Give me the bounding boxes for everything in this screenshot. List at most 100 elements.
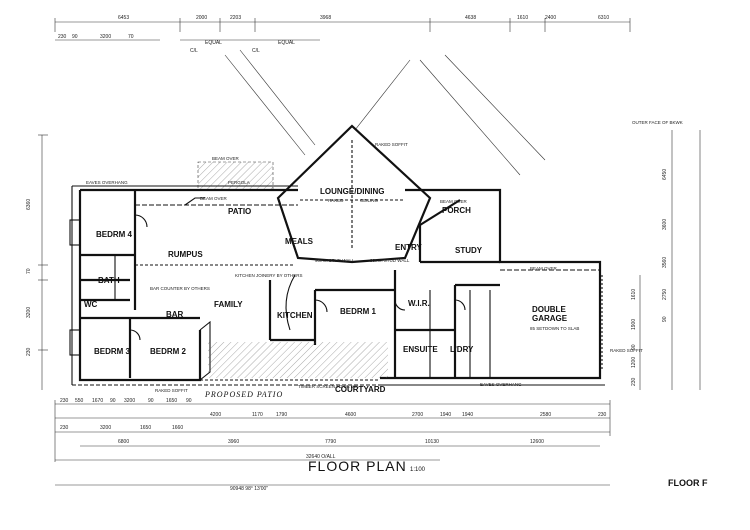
dim-bot-1-6: 1650 bbox=[166, 398, 177, 404]
dim-bot-1-14: 1940 bbox=[462, 412, 473, 418]
dim-bot-2-1: 3200 bbox=[100, 425, 111, 431]
note-beam-over-3: BEAM OVER bbox=[530, 266, 558, 271]
building-walls bbox=[69, 124, 605, 386]
note-pergola: PERGOLA bbox=[228, 180, 250, 185]
plan-notes: EAVES OVERHANG EAVES OVERHANG BEAM OVER … bbox=[86, 142, 579, 393]
dim-bot-3-4: 12600 bbox=[530, 439, 544, 445]
room-study: STUDY bbox=[455, 246, 483, 255]
sheet-title-corner: FLOOR F bbox=[668, 478, 708, 488]
dim-top-7: 2400 bbox=[545, 15, 556, 21]
room-meals: MEALS bbox=[285, 237, 314, 246]
room-ldry: L'DRY bbox=[450, 345, 474, 354]
note-beam-over-4: BEAM OVER bbox=[212, 156, 240, 161]
room-porch: PORCH bbox=[442, 206, 471, 215]
dim-right-2: 3600 bbox=[662, 219, 668, 230]
note-beam-over-2: BEAM OVER bbox=[440, 199, 468, 204]
room-wc: WC bbox=[84, 300, 98, 309]
outer-face-note: OUTER FACE OF BKWK bbox=[632, 120, 683, 125]
dim-cl-2: C/L bbox=[252, 48, 260, 54]
room-bath: BATH bbox=[98, 276, 120, 285]
dim-overall: 32640 O/ALL bbox=[306, 454, 336, 460]
dim-bot-2-0: 230 bbox=[60, 425, 69, 431]
dim-bot-1-2: 1670 bbox=[92, 398, 103, 404]
plan-title: FLOOR PLAN bbox=[308, 458, 407, 474]
room-patio: PATIO bbox=[228, 207, 251, 216]
dim-bot-3-0: 6800 bbox=[118, 439, 129, 445]
bottom-bearing: 90948 98° 13'00" bbox=[230, 486, 268, 492]
dim-right-10: 230 bbox=[631, 377, 637, 386]
dim-bot-2-2: 1650 bbox=[140, 425, 151, 431]
note-stud-wall-2: 90mm STUD WALL bbox=[370, 258, 410, 263]
dim-left-2: 70 bbox=[26, 268, 32, 274]
room-labels: LOUNGE/DINING PATIO PORCH BEDRM 4 RUMPUS… bbox=[84, 187, 568, 399]
dim-top-6: 1610 bbox=[517, 15, 528, 21]
note-timber-screen: TIMBER SCREEN TO DETAIL bbox=[298, 384, 360, 389]
dim-bot-1-8: 4200 bbox=[210, 412, 221, 418]
dim-right-6: 1610 bbox=[631, 289, 637, 300]
dim-bot-3-3: 10130 bbox=[425, 439, 439, 445]
room-double: DOUBLE bbox=[532, 305, 566, 314]
dim-bot-1-11: 4600 bbox=[345, 412, 356, 418]
dim-right-5: 90 bbox=[662, 316, 668, 322]
title-block: FLOOR PLAN 1:100 90948 98° 13'00" FLOOR … bbox=[55, 458, 708, 492]
note-kitchen-joinery: KITCHEN JOINERY BY OTHERS bbox=[235, 273, 303, 278]
note-stud-wall-1: 90mm STUD WALL bbox=[315, 258, 355, 263]
dim-cl-1: C/L bbox=[190, 48, 198, 54]
dim-top-5: 4638 bbox=[465, 15, 476, 21]
dim-bot-1-0: 230 bbox=[60, 398, 69, 404]
dim-top-sub-1: 230 bbox=[58, 34, 67, 40]
room-kitchen: KITCHEN bbox=[277, 311, 313, 320]
dim-top-8: 6310 bbox=[598, 15, 609, 21]
dim-bot-1-3: 90 bbox=[110, 398, 116, 404]
dim-top-sub-4: 70 bbox=[128, 34, 134, 40]
dim-right-9: 1200 bbox=[631, 357, 637, 368]
right-dimensions: OUTER FACE OF BKWK 6450 3600 3560 2750 9… bbox=[610, 120, 701, 390]
diagonal-dimensions bbox=[224, 49, 546, 176]
dim-bot-1-10: 1790 bbox=[276, 412, 287, 418]
room-bedrm-4: BEDRM 4 bbox=[96, 230, 133, 239]
room-rumpus: RUMPUS bbox=[168, 250, 203, 259]
plan-scale: 1:100 bbox=[410, 467, 426, 473]
dim-top-4: 3968 bbox=[320, 15, 331, 21]
note-ceiling: CEILING bbox=[360, 198, 379, 203]
bottom-dimensions: 230 550 1670 90 3200 90 1650 90 4200 117… bbox=[54, 398, 611, 462]
dim-right-7: 1900 bbox=[631, 319, 637, 330]
note-raked-soffit-bottom: RAKED SOFFIT bbox=[155, 388, 188, 393]
dim-top-sub-2: 90 bbox=[72, 34, 78, 40]
dim-bot-1-12: 2700 bbox=[412, 412, 423, 418]
dim-bot-3-2: 7790 bbox=[325, 439, 336, 445]
dim-bot-3-1: 3960 bbox=[228, 439, 239, 445]
dim-bot-1-9: 1170 bbox=[252, 412, 263, 418]
room-proposed-patio: PROPOSED PATIO bbox=[204, 390, 283, 399]
note-raked: RAKED bbox=[328, 198, 344, 203]
top-dimension-lines: 6453 2000 2203 3968 4638 1610 2400 6310 … bbox=[54, 15, 631, 54]
room-lounge-dining: LOUNGE/DINING bbox=[320, 187, 384, 196]
dim-bot-1-4: 3200 bbox=[124, 398, 135, 404]
room-wir: W.I.R. bbox=[408, 299, 430, 308]
dim-right-1: 6450 bbox=[662, 169, 668, 180]
room-bedrm-1: BEDRM 1 bbox=[340, 307, 377, 316]
room-bedrm-2: BEDRM 2 bbox=[150, 347, 187, 356]
left-dimensions: 6360 70 3200 230 bbox=[26, 134, 48, 390]
dim-top-sub-3: 3200 bbox=[100, 34, 111, 40]
dim-bot-2-3: 1660 bbox=[172, 425, 183, 431]
room-courtyard: COURTYARD bbox=[335, 385, 386, 394]
note-beam-over-1: BEAM OVER bbox=[200, 196, 228, 201]
dim-top-2: 2000 bbox=[196, 15, 207, 21]
dim-top-1: 6453 bbox=[118, 15, 129, 21]
note-bar-counter: BAR COUNTER BY OTHERS bbox=[150, 286, 210, 291]
note-raked-soffit-top: RAKED SOFFIT bbox=[375, 142, 408, 147]
dim-right-8: 90 bbox=[631, 344, 637, 350]
room-bar: BAR bbox=[166, 310, 184, 319]
dim-bot-1-5: 90 bbox=[148, 398, 154, 404]
dim-right-3: 3560 bbox=[662, 257, 668, 268]
dim-right-4: 2750 bbox=[662, 289, 668, 300]
dim-top-3: 2203 bbox=[230, 15, 241, 21]
note-eaves-bottom: EAVES OVERHANG bbox=[480, 382, 522, 387]
dim-left-3: 3200 bbox=[26, 307, 32, 318]
room-family: FAMILY bbox=[214, 300, 243, 309]
dim-left-1: 6360 bbox=[26, 199, 32, 210]
note-eaves-top: EAVES OVERHANG bbox=[86, 180, 128, 185]
dim-bot-1-7: 90 bbox=[186, 398, 192, 404]
